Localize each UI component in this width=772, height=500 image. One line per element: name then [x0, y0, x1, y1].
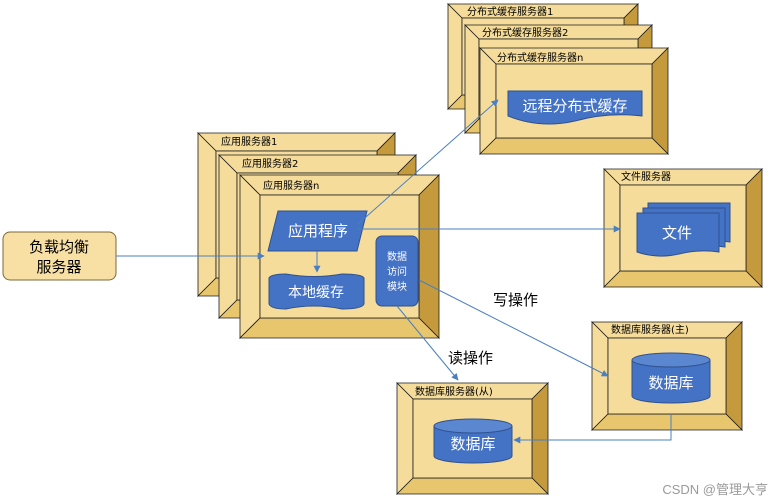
local-cache-shape: 本地缓存 [268, 273, 365, 310]
frame-bevel-left [603, 168, 621, 288]
file-server-title: 文件服务器 [621, 170, 671, 183]
frame-bevel-left [218, 154, 238, 319]
file-server: 文件服务器 文件 [603, 168, 763, 288]
cache-server-n: 分布式缓存服务器n 远程分布式缓存 [479, 47, 669, 155]
frame-bevel-left [591, 321, 609, 431]
cache-server-1-title: 分布式缓存服务器1 [467, 5, 553, 18]
app-server-1-title: 应用服务器1 [221, 135, 277, 148]
data-access-line3: 模块 [387, 281, 407, 293]
load-balancer-line2: 服务器 [36, 258, 81, 276]
file-shape: 文件 [636, 202, 731, 257]
cache-server-n-title: 分布式缓存服务器n [497, 51, 583, 64]
frame-bevel-right [531, 382, 549, 495]
watermark: CSDN @管理大亨 [662, 482, 768, 497]
remote-cache-shape: 远程分布式缓存 [507, 90, 643, 125]
frame-bevel-bottom [603, 270, 763, 288]
data-access-module: 数据 访问 模块 [375, 235, 419, 307]
app-server-n: 应用服务器n 应用程序 本地缓存 数据 访问 模块 [239, 174, 440, 339]
read-op-label: 读操作 [448, 349, 493, 367]
db-master-label: 数据库 [648, 374, 693, 392]
edge-read-from-slave [396, 305, 459, 381]
db-master-server: 数据库服务器(主) 数据库 [591, 321, 743, 431]
frame-bevel-left [197, 132, 217, 297]
data-access-line2: 访问 [387, 265, 407, 278]
application-shape: 应用程序 [267, 210, 368, 252]
load-balancer: 负载均衡 服务器 [2, 231, 117, 281]
remote-cache-label: 远程分布式缓存 [522, 97, 627, 115]
data-access-line1: 数据 [387, 250, 407, 263]
frame-bevel-left [447, 3, 463, 110]
frame-bevel-bottom [479, 137, 669, 155]
frame-bevel-left [479, 47, 497, 155]
db-slave-cylinder: 数据库 [433, 418, 513, 464]
app-server-2-title: 应用服务器2 [242, 157, 298, 170]
db-slave-title: 数据库服务器(从) [415, 385, 493, 398]
db-master-title: 数据库服务器(主) [611, 323, 689, 336]
db-slave-server: 数据库服务器(从) 数据库 [396, 382, 549, 495]
frame-bevel-right [745, 168, 763, 288]
edge-master-to-slave [513, 414, 672, 444]
frame-bevel-bottom [591, 413, 743, 431]
frame-bevel-left [464, 24, 480, 134]
edge-app-to-remote-cache [357, 99, 499, 225]
application-label: 应用程序 [288, 222, 348, 240]
file-label: 文件 [662, 224, 692, 242]
db-master-cylinder: 数据库 [631, 352, 711, 404]
frame-bevel-right [725, 321, 743, 431]
frame-bevel-right [418, 174, 440, 339]
db-slave-label: 数据库 [450, 435, 495, 453]
frame-bevel-right [651, 47, 669, 155]
load-balancer-line1: 负载均衡 [29, 238, 89, 256]
write-op-label: 写操作 [493, 291, 538, 309]
app-server-n-title: 应用服务器n [263, 179, 319, 192]
local-cache-label: 本地缓存 [288, 285, 344, 301]
frame-bevel-left [396, 382, 414, 495]
edge-write-to-master [418, 279, 609, 377]
cache-server-2-title: 分布式缓存服务器2 [482, 26, 568, 39]
frame-bevel-bottom [396, 477, 549, 495]
